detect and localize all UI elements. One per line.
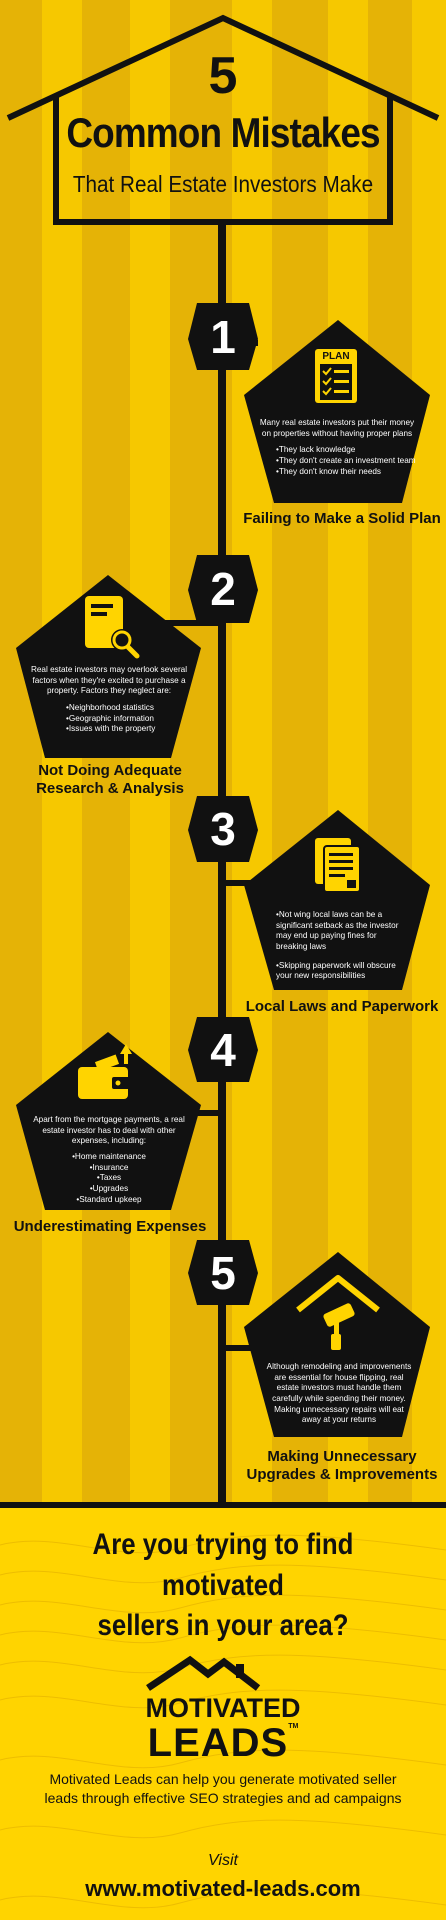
title-number: 5 bbox=[208, 47, 238, 105]
card-3-caption: Local Laws and Paperwork bbox=[245, 998, 439, 1015]
step-number-4: 4 bbox=[210, 1024, 236, 1076]
card-4-caption: Underestimating Expenses bbox=[13, 1218, 207, 1235]
card-pentagon bbox=[16, 575, 201, 758]
list-item: •They lack knowledge bbox=[276, 445, 356, 455]
card-1-text: Many real estate investors put their mon… bbox=[258, 418, 416, 477]
roof-outline bbox=[6, 14, 440, 121]
step-hexagon bbox=[188, 1017, 258, 1082]
step-hexagon bbox=[188, 303, 258, 370]
list-item: •Taxes bbox=[96, 1173, 122, 1183]
list-item: •Not wing local laws can be a significan… bbox=[276, 910, 399, 951]
list-item: •Insurance bbox=[89, 1162, 129, 1172]
card-2-bullets: •Neighborhood statistics •Geographic inf… bbox=[28, 703, 190, 735]
visit-label: Visit bbox=[208, 1852, 238, 1869]
brand-name-line2: LEADSTM bbox=[0, 1723, 446, 1763]
card-3-text: •Not wing local laws can be a significan… bbox=[276, 910, 406, 982]
timeline-line bbox=[218, 222, 226, 1504]
promo-text: Motivated Leads can help you generate mo… bbox=[44, 1771, 402, 1806]
card-4-bullets: •Home maintenance •Insurance •Taxes •Upg… bbox=[28, 1152, 190, 1205]
trademark-mark: TM bbox=[288, 1723, 299, 1730]
step-number-1: 1 bbox=[210, 311, 236, 363]
footer-panel bbox=[0, 1508, 446, 1920]
brand-leads: LEADS bbox=[147, 1721, 289, 1765]
wave-pattern bbox=[0, 1534, 446, 1909]
document-search-icon bbox=[85, 596, 140, 659]
card-1-caption: Failing to Make a Solid Plan bbox=[243, 510, 441, 527]
page-title: Common Mistakes bbox=[66, 109, 380, 156]
list-item: •They don't create an investment team bbox=[276, 455, 416, 465]
list-item: •Upgrades bbox=[89, 1183, 129, 1193]
wallet-icon bbox=[78, 1044, 132, 1099]
card-4-intro: Apart from the mortgage payments, a real… bbox=[33, 1115, 185, 1146]
card-5-caption: Making Unnecessary Upgrades & Improvemen… bbox=[238, 1448, 446, 1484]
card-pentagon bbox=[244, 320, 430, 503]
paperwork-icon bbox=[315, 838, 361, 893]
brand-name-line1: MOTIVATED bbox=[145, 1693, 301, 1723]
card-1-intro: Many real estate investors put their mon… bbox=[259, 418, 415, 438]
card-pentagon bbox=[244, 810, 430, 990]
list-item: •They don't know their needs bbox=[276, 466, 382, 476]
card-2-caption-line1: Not Doing Adequate bbox=[38, 762, 182, 779]
house-paint-roller-icon bbox=[296, 1275, 380, 1350]
card-5-text: Although remodeling and improvements are… bbox=[266, 1362, 412, 1425]
step-number-3: 3 bbox=[210, 803, 236, 855]
card-2-caption-line2: Research & Analysis bbox=[36, 780, 184, 797]
list-item: •Home maintenance bbox=[72, 1151, 146, 1161]
card-5-caption-line2: Upgrades & Improvements bbox=[246, 1466, 438, 1483]
list-item: •Neighborhood statistics bbox=[66, 702, 154, 712]
logo-roof-icon bbox=[146, 1655, 261, 1691]
page-subtitle: That Real Estate Investors Make bbox=[72, 171, 374, 197]
step-number-5: 5 bbox=[210, 1247, 236, 1299]
step-hexagon bbox=[188, 1240, 258, 1305]
list-item: •Geographic information bbox=[66, 713, 154, 723]
card-2-caption: Not Doing Adequate Research & Analysis bbox=[10, 762, 210, 798]
cta-question: Are you trying to find motivated sellers… bbox=[31, 1525, 415, 1647]
connector bbox=[223, 1345, 258, 1351]
list-item: •Standard upkeep bbox=[76, 1194, 142, 1204]
list-item: •Skipping paperwork will obscure your ne… bbox=[276, 960, 396, 981]
card-4-text: Apart from the mortgage payments, a real… bbox=[28, 1115, 190, 1205]
card-5-caption-line1: Making Unnecessary bbox=[267, 1448, 417, 1465]
plan-icon-label: PLAN bbox=[322, 351, 350, 362]
card-2-intro: Real estate investors may overlook sever… bbox=[30, 665, 188, 696]
bg-stripe bbox=[412, 0, 446, 1505]
website-link[interactable]: www.motivated-leads.com bbox=[85, 1876, 361, 1901]
bg-stripe bbox=[328, 0, 368, 1505]
plan-checklist-icon bbox=[315, 349, 357, 403]
cta-question-line2: sellers in your area? bbox=[97, 1609, 349, 1642]
card-1-bullets: •They lack knowledge •They don't create … bbox=[258, 445, 416, 477]
card-pentagon bbox=[16, 1032, 201, 1210]
card-2-text: Real estate investors may overlook sever… bbox=[28, 665, 190, 735]
step-hexagon bbox=[188, 796, 258, 862]
step-number-2: 2 bbox=[210, 563, 236, 615]
connector bbox=[223, 880, 258, 886]
list-item: •Issues with the property bbox=[66, 724, 156, 734]
cta-question-line1: Are you trying to find motivated bbox=[92, 1528, 354, 1602]
separator-bar bbox=[0, 1502, 446, 1508]
step-hexagon bbox=[188, 555, 258, 623]
connector bbox=[160, 620, 223, 626]
